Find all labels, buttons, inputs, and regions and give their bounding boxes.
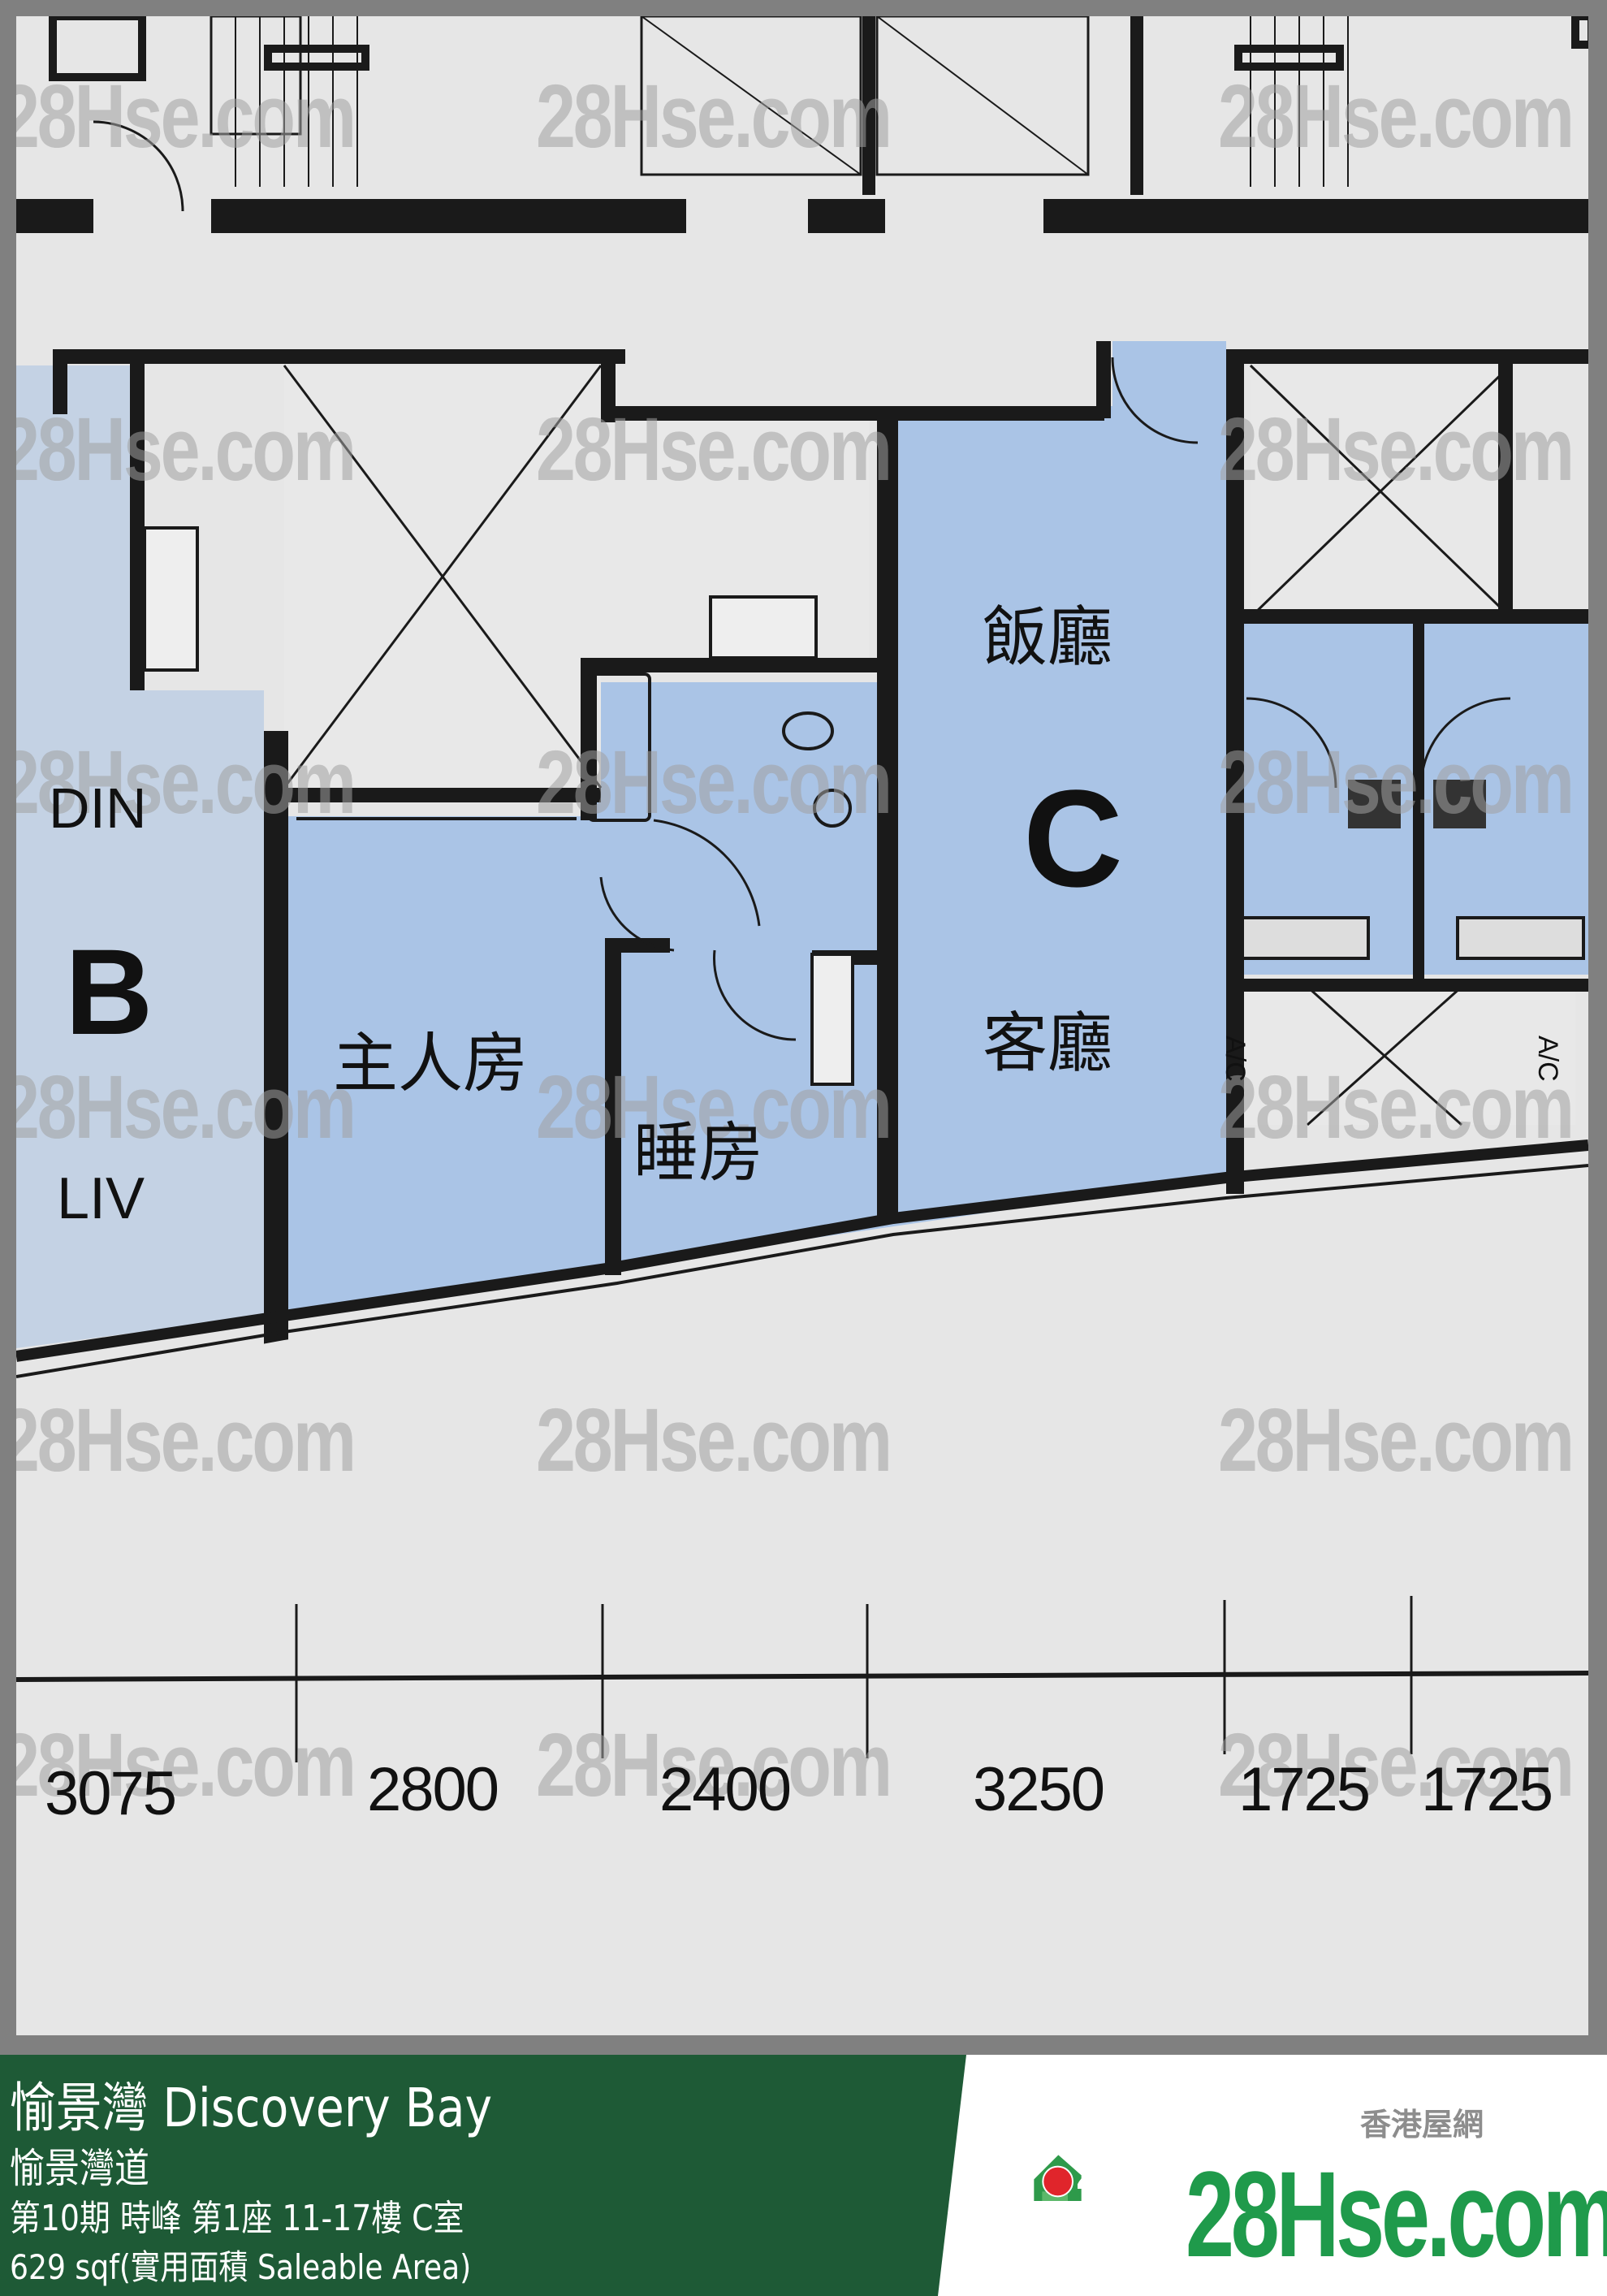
floor-plan: 28Hse.com 28Hse.com 28Hse.com 28Hse.com …: [16, 16, 1588, 2035]
ac-label-left: A/C: [1220, 1036, 1251, 1082]
master-bedroom-label: 主人房: [333, 1026, 528, 1101]
footer-info-panel: 愉景灣 Discovery Bay 愉景灣道 第10期 時峰 第1座 11-17…: [0, 2055, 966, 2296]
estate-title: 愉景灣 Discovery Bay: [10, 2077, 493, 2139]
neighbor-dining-label: DIN: [49, 776, 147, 840]
logo-badge-number: 28: [1076, 2147, 1129, 2199]
living-room-label: 客廳: [983, 1005, 1112, 1081]
logo-tagline: 香港屋網: [1360, 2107, 1484, 2143]
dimension-label: 1725: [1421, 1755, 1553, 1824]
street-name: 愉景灣道: [10, 2145, 149, 2192]
neighbor-unit-label: B: [65, 923, 153, 1060]
logo-wordmark: 28Hse.com: [1186, 2146, 1607, 2282]
footer-banner: 愉景灣 Discovery Bay 愉景灣道 第10期 時峰 第1座 11-17…: [0, 2055, 1607, 2296]
dimension-label: 3075: [45, 1759, 177, 1828]
unit-description: 第10期 時峰 第1座 11-17樓 C室: [10, 2198, 464, 2239]
unit-label: C: [1023, 762, 1123, 916]
ac-label-right: A/C: [1532, 1036, 1563, 1082]
dining-room-label: 飯廳: [983, 599, 1112, 675]
floor-plan-drawing: [16, 16, 1588, 2035]
site-logo-house-icon: [1034, 2155, 1082, 2201]
neighbor-living-label: LIV: [57, 1166, 145, 1231]
dimension-label: 2800: [367, 1755, 499, 1824]
dimension-label: 2400: [659, 1755, 792, 1824]
saleable-area: 629 sqf(實用面積 Saleable Area): [10, 2247, 472, 2287]
dimension-label: 1725: [1238, 1755, 1371, 1824]
bedroom-label: 睡房: [633, 1115, 763, 1191]
dimension-label: 3250: [973, 1755, 1105, 1824]
